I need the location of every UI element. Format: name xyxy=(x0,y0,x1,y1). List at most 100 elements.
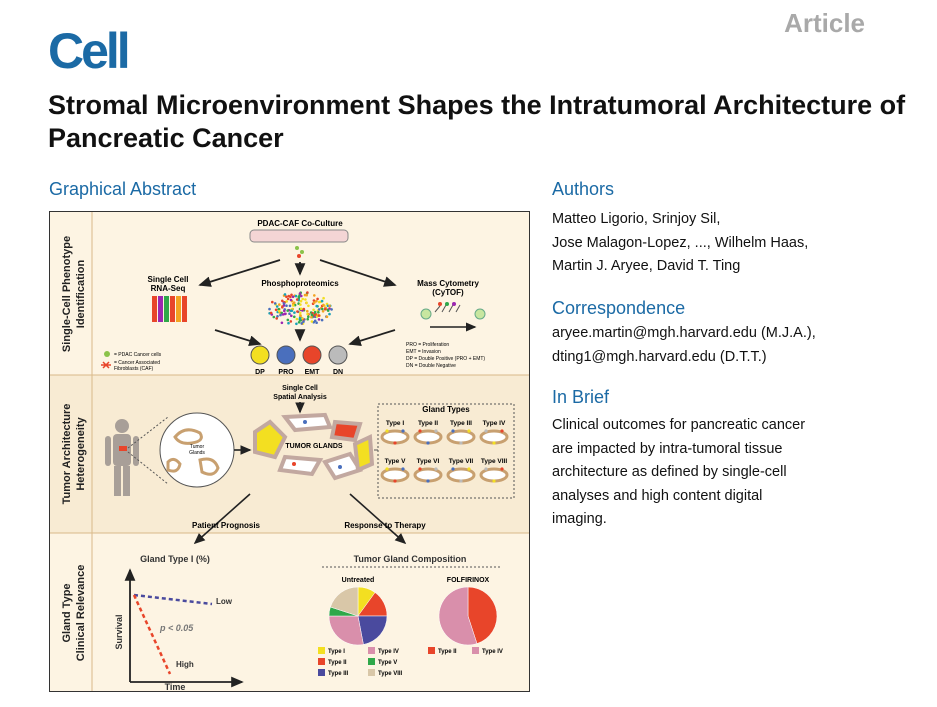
cluster-dot xyxy=(300,294,303,298)
cluster-dot xyxy=(323,308,327,311)
cluster-dot xyxy=(322,296,325,300)
cluster-dot xyxy=(300,322,303,325)
gland-type-label: Type IV xyxy=(483,420,506,427)
legend-swatch xyxy=(318,658,325,665)
cluster-dot xyxy=(292,304,295,307)
cluster-dot xyxy=(307,315,310,318)
cluster-dot xyxy=(298,292,302,295)
cluster-dot xyxy=(310,315,313,319)
cluster-dot xyxy=(297,295,301,298)
legend-label: Type III xyxy=(328,671,349,677)
cluster-dot xyxy=(304,298,307,301)
cluster-dot xyxy=(313,310,317,314)
pie-untreated xyxy=(328,586,388,646)
gland-type-label: Type VII xyxy=(449,458,474,465)
cluster-dot xyxy=(302,307,306,311)
cluster-dot xyxy=(285,304,288,307)
cluster-dot xyxy=(313,301,316,304)
cluster-dot xyxy=(317,311,320,314)
cluster-dot xyxy=(283,309,286,313)
cluster-dot xyxy=(275,317,278,320)
cluster-dot xyxy=(301,297,304,301)
cluster-dot xyxy=(285,295,288,298)
in-brief-line: are impacted by intra-tumoral tissue xyxy=(552,440,783,457)
section1-side-label-line2: Identification xyxy=(75,260,87,329)
cluster-dot xyxy=(312,299,316,302)
coculture-label: PDAC-CAF Co-Culture xyxy=(257,219,343,228)
cluster-dot xyxy=(306,312,309,316)
section2-side-label-line2: Heterogeneity xyxy=(75,416,87,490)
pro-cell xyxy=(276,345,296,365)
gland-cell-dot xyxy=(484,467,488,471)
cluster-dot xyxy=(306,317,310,321)
cluster-dot xyxy=(289,298,293,302)
correspondence-heading: Correspondence xyxy=(552,298,686,318)
cluster-dot xyxy=(317,318,321,321)
gland-cell-dot xyxy=(426,479,430,483)
cluster-dot xyxy=(286,309,289,312)
correspondence-email[interactable]: aryee.martin@mgh.harvard.edu (M.J.A.), xyxy=(552,325,816,341)
cluster-dot xyxy=(276,315,279,318)
cell-label-dn: DN xyxy=(333,369,343,376)
cluster-dot xyxy=(325,315,329,319)
scrnaseq-label-line1: Single Cell xyxy=(148,275,189,284)
gland-type-shape xyxy=(479,467,509,483)
in-brief-line: analyses and high content digital xyxy=(552,487,763,504)
cluster-dot xyxy=(330,308,333,311)
gland-type-shape xyxy=(380,467,410,483)
journal-logo: Cell xyxy=(48,23,131,79)
phosphoproteomics-label: Phosphoproteomics xyxy=(261,279,339,288)
cluster-dot xyxy=(271,300,274,304)
dp-cell xyxy=(250,345,270,365)
gland-types-panel xyxy=(377,403,515,499)
correspondence-email[interactable]: dting1@mgh.harvard.edu (D.T.T.) xyxy=(552,348,767,365)
gland-type-label: Type II xyxy=(418,420,438,427)
cluster-dot xyxy=(277,309,281,313)
cytof-label-line2: (CyTOF) xyxy=(432,288,464,297)
section1-side-label-line1: Single-Cell Phenotype xyxy=(61,236,73,352)
untreated-label: Untreated xyxy=(342,577,375,584)
cluster-dot xyxy=(282,302,286,305)
legend-swatch xyxy=(318,647,325,654)
cluster-dot xyxy=(326,309,330,312)
therapy-label: Response to Therapy xyxy=(344,521,426,530)
cluster-dot xyxy=(282,304,286,307)
cluster-dot xyxy=(310,320,314,323)
cluster-dot xyxy=(312,308,315,312)
gland-type-shape xyxy=(413,429,443,445)
pie-slice-type-ii xyxy=(467,586,498,644)
cluster-dot xyxy=(306,309,309,313)
cluster-dot xyxy=(321,310,325,313)
legend-label: Type II xyxy=(438,649,457,655)
article-type-label: Article xyxy=(784,8,865,38)
gland-type-label: Type I xyxy=(386,420,404,427)
cell-label-emt: EMT xyxy=(305,369,321,376)
in-brief-line: imaging. xyxy=(552,511,607,527)
authors-line: Matteo Ligorio, Srinjoy Sil, xyxy=(552,211,721,227)
legend-swatch xyxy=(428,647,435,654)
gland-type-shape xyxy=(413,467,443,483)
emt-cell xyxy=(302,345,322,365)
cluster-dot xyxy=(299,299,303,303)
def-emt: EMT = Invasion xyxy=(406,349,441,355)
phosphoproteomics-cluster-plot xyxy=(268,291,333,326)
folfirinox-label: FOLFIRINOX xyxy=(447,577,490,584)
dn-cell xyxy=(328,345,348,365)
pie-slice-type-viii xyxy=(330,586,359,617)
gland-cell-dot xyxy=(418,429,422,433)
cluster-dot xyxy=(321,307,324,311)
gland-cell-dot xyxy=(484,429,488,433)
in-brief-heading: In Brief xyxy=(552,387,610,407)
section3-side-label-line2: Clinical Relevance xyxy=(75,565,87,662)
cluster-dot xyxy=(320,318,324,322)
gland-types-title: Gland Types xyxy=(422,405,470,414)
inset-label-line2: Glands xyxy=(189,450,205,456)
gland-cell-dot xyxy=(467,467,471,471)
cluster-dot xyxy=(294,294,298,298)
legend-swatch xyxy=(472,647,479,654)
cluster-dot xyxy=(286,297,290,301)
cluster-dot xyxy=(290,314,293,318)
cluster-dot xyxy=(286,318,290,322)
cluster-dot xyxy=(299,314,302,318)
